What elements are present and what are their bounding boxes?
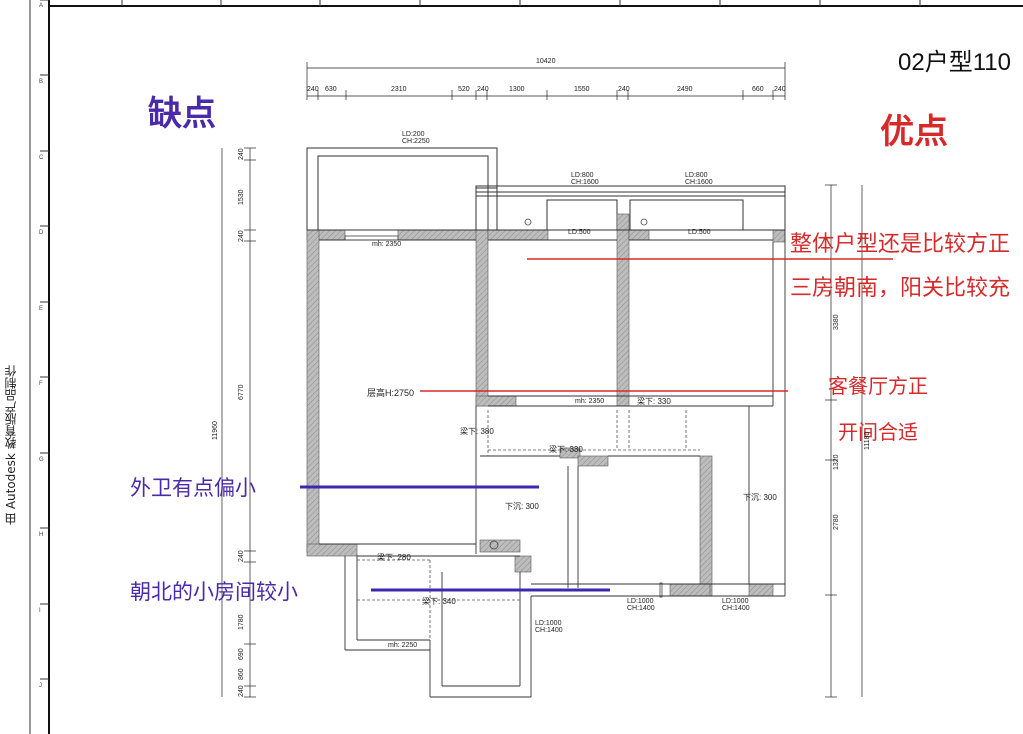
label-mh-living: mh: 2350 — [372, 241, 402, 248]
label-sink-bath: 下沉: 300 — [505, 502, 539, 511]
grid-letter-b: B — [39, 79, 44, 85]
dim-top-1: 240 — [307, 86, 319, 93]
con-item-north-room: 朝北的小房间较小 — [130, 580, 298, 604]
label-beam-330-b: 梁下: 330 — [549, 445, 583, 454]
label-ld-1000-a: LD:1000 — [627, 598, 654, 605]
label-ld-window-1: LD:800 — [571, 172, 594, 179]
dim-overall-width: 10420 — [536, 58, 556, 65]
dim-top-8: 240 — [618, 86, 630, 93]
dim-top-4: 520 — [458, 86, 470, 93]
dim-left-2: 1530 — [238, 189, 245, 205]
dim-left-8: 860 — [238, 668, 245, 680]
dim-left-7: 690 — [238, 648, 245, 660]
pro-item-living-dining: 客餐厅方正 — [828, 374, 928, 398]
pro-item-square-layout: 整体户型还是比较方正 — [790, 232, 1011, 257]
con-item-bathroom: 外卫有点偏小 — [130, 476, 256, 500]
grid-letter-e: E — [39, 306, 44, 312]
dim-left-1: 240 — [238, 148, 245, 160]
dim-top-2: 630 — [325, 86, 337, 93]
label-mh-north: mh: 2250 — [388, 642, 418, 649]
pro-item-bay-width: 开间合适 — [838, 420, 918, 444]
label-beam-330-a: 梁下: 330 — [637, 397, 671, 406]
dim-right-1: 3380 — [833, 314, 840, 330]
left-margin — [0, 0, 30, 734]
dim-right-total: 11180 — [864, 431, 871, 450]
grid-letter-f: F — [39, 381, 43, 387]
label-ch-1400-c: CH:1400 — [535, 627, 563, 634]
label-ch-window-2: CH:1600 — [685, 179, 713, 186]
label-beam-340: 梁下: 340 — [422, 597, 456, 606]
label-ld-1000-c: LD:1000 — [535, 620, 562, 627]
dim-right-3: 2780 — [833, 514, 840, 530]
grid-letter-h: H — [39, 532, 44, 538]
label-beam-280: 梁下: 280 — [377, 553, 411, 562]
label-ld-window-2: LD:800 — [685, 172, 708, 179]
grid-letter-j: J — [39, 683, 42, 689]
dim-left-9: 240 — [238, 685, 245, 697]
label-sink-kitchen: 下沉: 300 — [743, 493, 777, 502]
label-beam-380: 梁下: 380 — [460, 427, 494, 436]
label-floor-height: 层高H:2750 — [367, 388, 415, 398]
pro-item-south-rooms: 三房朝南，阳关比较充 — [790, 276, 1011, 301]
plan-title: 02户型110 — [898, 49, 1011, 76]
pros-heading: 优点 — [880, 112, 948, 152]
dim-left-4: 6770 — [238, 384, 245, 400]
dim-top-11: 240 — [774, 86, 786, 93]
dim-left-6: 1780 — [238, 614, 245, 630]
label-ld-500-2: LD:500 — [688, 229, 711, 236]
dim-top-10: 660 — [752, 86, 764, 93]
grid-letter-c: C — [39, 155, 44, 161]
label-ch-1400-a: CH:1400 — [627, 605, 655, 612]
grid-letter-d: D — [39, 230, 44, 236]
label-ld-1000-b: LD:1000 — [722, 598, 749, 605]
grid-letter-g: G — [39, 457, 44, 463]
dim-left-total: 11960 — [212, 421, 219, 440]
label-mh-corridor: mh: 2350 — [575, 398, 605, 405]
dim-top-3: 2310 — [391, 86, 407, 93]
dim-top-9: 2490 — [677, 86, 693, 93]
label-ch-balcony: CH:2250 — [402, 138, 430, 145]
dim-top-6: 1300 — [509, 86, 525, 93]
dim-left-3: 240 — [238, 230, 245, 242]
grid-letter-a: A — [39, 3, 44, 9]
label-ch-1400-b: CH:1400 — [722, 605, 750, 612]
label-ld-500-1: LD:500 — [568, 229, 591, 236]
grid-letter-i: I — [39, 608, 41, 614]
label-ch-window-1: CH:1600 — [571, 179, 599, 186]
dim-right-2: 1320 — [833, 454, 840, 470]
dim-left-5: 240 — [238, 550, 245, 562]
dim-top-5: 240 — [477, 86, 489, 93]
cons-heading: 缺点 — [148, 94, 216, 134]
dim-top-7: 1550 — [574, 86, 590, 93]
label-ld-balcony: LD:200 — [402, 131, 425, 138]
